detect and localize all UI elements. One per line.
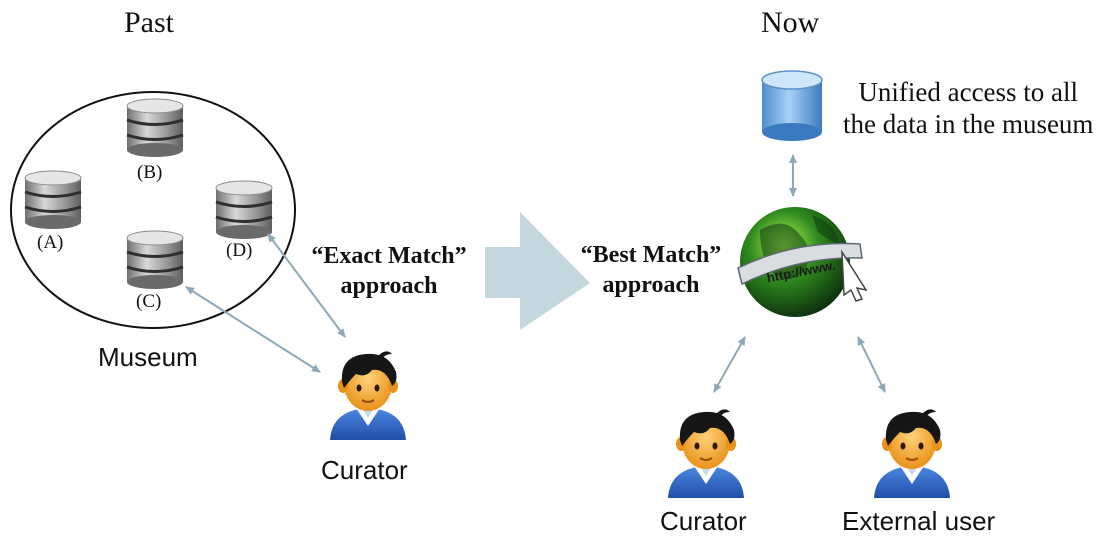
globe-icon: http://www. [737, 207, 868, 317]
database-c-icon [125, 229, 185, 291]
arrow-globe-to-curator [713, 336, 746, 393]
database-a-label: (A) [37, 232, 64, 253]
now-heading: Now [761, 6, 820, 39]
exact-match-approach: “Exact Match” approach [292, 241, 486, 301]
arrow-globe-to-external-user [857, 336, 886, 393]
past-heading: Past [124, 6, 175, 39]
best-match-line2: approach [602, 272, 700, 298]
exact-match-line1: “Exact Match” [311, 243, 467, 269]
arrow-curator-to-d [267, 233, 346, 338]
database-c-label: (C) [136, 291, 162, 312]
now-curator-label: Curator [660, 506, 747, 536]
external-user-label: External user [842, 506, 996, 536]
past-curator-icon [329, 350, 407, 441]
database-b-icon [125, 97, 185, 159]
unified-access-caption: Unified access to all the data in the mu… [843, 76, 1093, 140]
database-b-label: (B) [137, 162, 163, 183]
now-curator-icon [667, 408, 745, 499]
database-a-icon [23, 169, 83, 231]
unified-caption-line2: the data in the museum [843, 109, 1094, 139]
unified-caption-line1: Unified access to all [858, 77, 1079, 107]
database-d-label: (D) [226, 240, 253, 261]
transition-arrow [485, 212, 590, 330]
best-match-approach: “Best Match” approach [562, 240, 740, 300]
unified-database-icon [761, 70, 823, 141]
arrow-curator-to-c [185, 286, 321, 373]
best-match-line1: “Best Match” [580, 242, 722, 268]
museum-boundary [10, 91, 296, 329]
past-curator-label: Curator [321, 455, 408, 485]
museum-label: Museum [98, 342, 198, 372]
exact-match-line2: approach [340, 273, 438, 299]
database-d-icon [214, 179, 274, 241]
external-user-icon [873, 408, 951, 499]
